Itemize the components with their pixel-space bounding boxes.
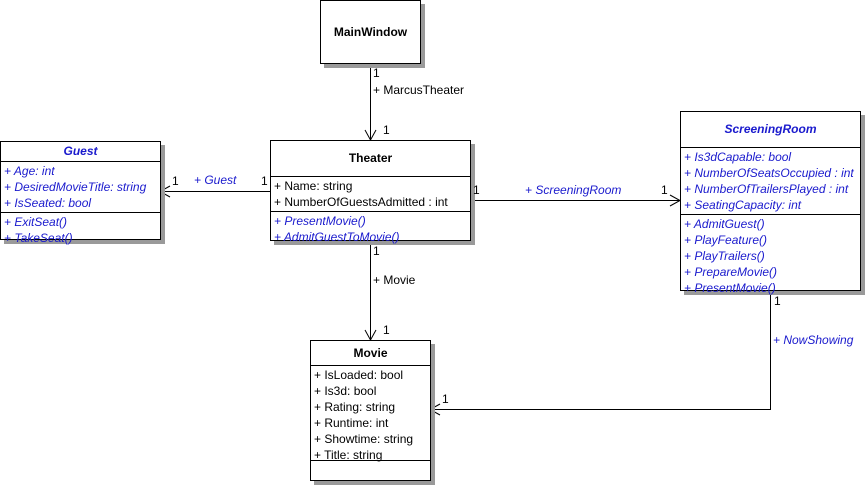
operations-section: + PresentMovie() + AdmitGuestToMovie() [271, 211, 470, 246]
class-theater[interactable]: Theater + Name: string + NumberOfGuestsA… [270, 140, 471, 244]
screening-room-role-label: + ScreeningRoom [525, 183, 622, 197]
now-showing-target-multiplicity: 1 [442, 392, 449, 406]
operations-section: + ExitSeat() + TakeSeat() [1, 212, 160, 247]
attribute: + Title: string [314, 448, 383, 462]
attribute: + Rating: string [314, 400, 396, 414]
guest-role-label: + Guest [194, 173, 237, 187]
marcus-theater-role-label: + MarcusTheater [373, 83, 465, 97]
class-name: Guest [63, 144, 98, 158]
attributes-section: + IsLoaded: bool + Is3d: bool + Rating: … [311, 365, 430, 462]
attributes-section: + Is3dCapable: bool + NumberOfSeatsOccup… [681, 147, 860, 214]
operations-section [311, 460, 430, 480]
operation: + AdmitGuestToMovie() [274, 230, 400, 244]
movie-role-label: + Movie [373, 273, 416, 287]
attribute: + Name: string [274, 179, 353, 193]
now-showing-source-multiplicity: 1 [774, 294, 781, 308]
class-main-window[interactable]: MainWindow [320, 0, 421, 64]
operation: + PlayFeature() [684, 233, 768, 247]
guest-target-multiplicity: 1 [172, 174, 179, 188]
operation: + PrepareMovie() [684, 265, 778, 279]
class-guest[interactable]: Guest + Age: int + DesiredMovieTitle: st… [0, 141, 161, 245]
attribute: + Runtime: int [314, 416, 389, 430]
operation: + ExitSeat() [4, 215, 68, 229]
now-showing-role-label: + NowShowing [773, 333, 854, 347]
operation: + PresentMovie() [274, 214, 366, 228]
class-screening-room[interactable]: ScreeningRoom + Is3dCapable: bool + Numb… [680, 111, 861, 295]
operation: + PresentMovie() [684, 281, 776, 295]
screening-room-source-multiplicity: 1 [473, 183, 480, 197]
class-name: Theater [348, 151, 393, 165]
attribute: + Age: int [4, 164, 55, 178]
movie-source-multiplicity: 1 [373, 244, 380, 258]
class-name: ScreeningRoom [724, 122, 817, 136]
attribute: + NumberOfTrailersPlayed : int [684, 182, 849, 196]
movie-target-multiplicity: 1 [383, 323, 390, 337]
marcus-theater-source-multiplicity: 1 [373, 66, 380, 80]
operation: + AdmitGuest() [684, 217, 765, 231]
screening-room-target-multiplicity: 1 [661, 183, 668, 197]
now-showing-line [430, 290, 771, 410]
attribute: + Showtime: string [314, 432, 414, 446]
attribute: + Is3dCapable: bool [684, 150, 792, 164]
attributes-section: + Name: string + NumberOfGuestsAdmitted … [271, 176, 470, 211]
operation: + PlayTrailers() [684, 249, 765, 263]
operations-section: + AdmitGuest() + PlayFeature() + PlayTra… [681, 214, 860, 297]
class-movie[interactable]: Movie + IsLoaded: bool + Is3d: bool + Ra… [310, 340, 431, 481]
operation: + TakeSeat() [4, 231, 73, 245]
attribute: + DesiredMovieTitle: string [4, 180, 147, 194]
attribute: + NumberOfSeatsOccupied : int [684, 166, 854, 180]
guest-source-multiplicity: 1 [261, 174, 268, 188]
marcus-theater-target-multiplicity: 1 [383, 123, 390, 137]
attribute: + Is3d: bool [314, 384, 377, 398]
attribute: + NumberOfGuestsAdmitted : int [274, 195, 448, 209]
attribute: + IsLoaded: bool [314, 368, 404, 382]
attributes-section: + Age: int + DesiredMovieTitle: string +… [1, 161, 160, 212]
attribute: + SeatingCapacity: int [684, 198, 802, 212]
attribute: + IsSeated: bool [4, 196, 92, 210]
class-name: MainWindow [333, 25, 408, 39]
class-name: Movie [353, 346, 388, 360]
